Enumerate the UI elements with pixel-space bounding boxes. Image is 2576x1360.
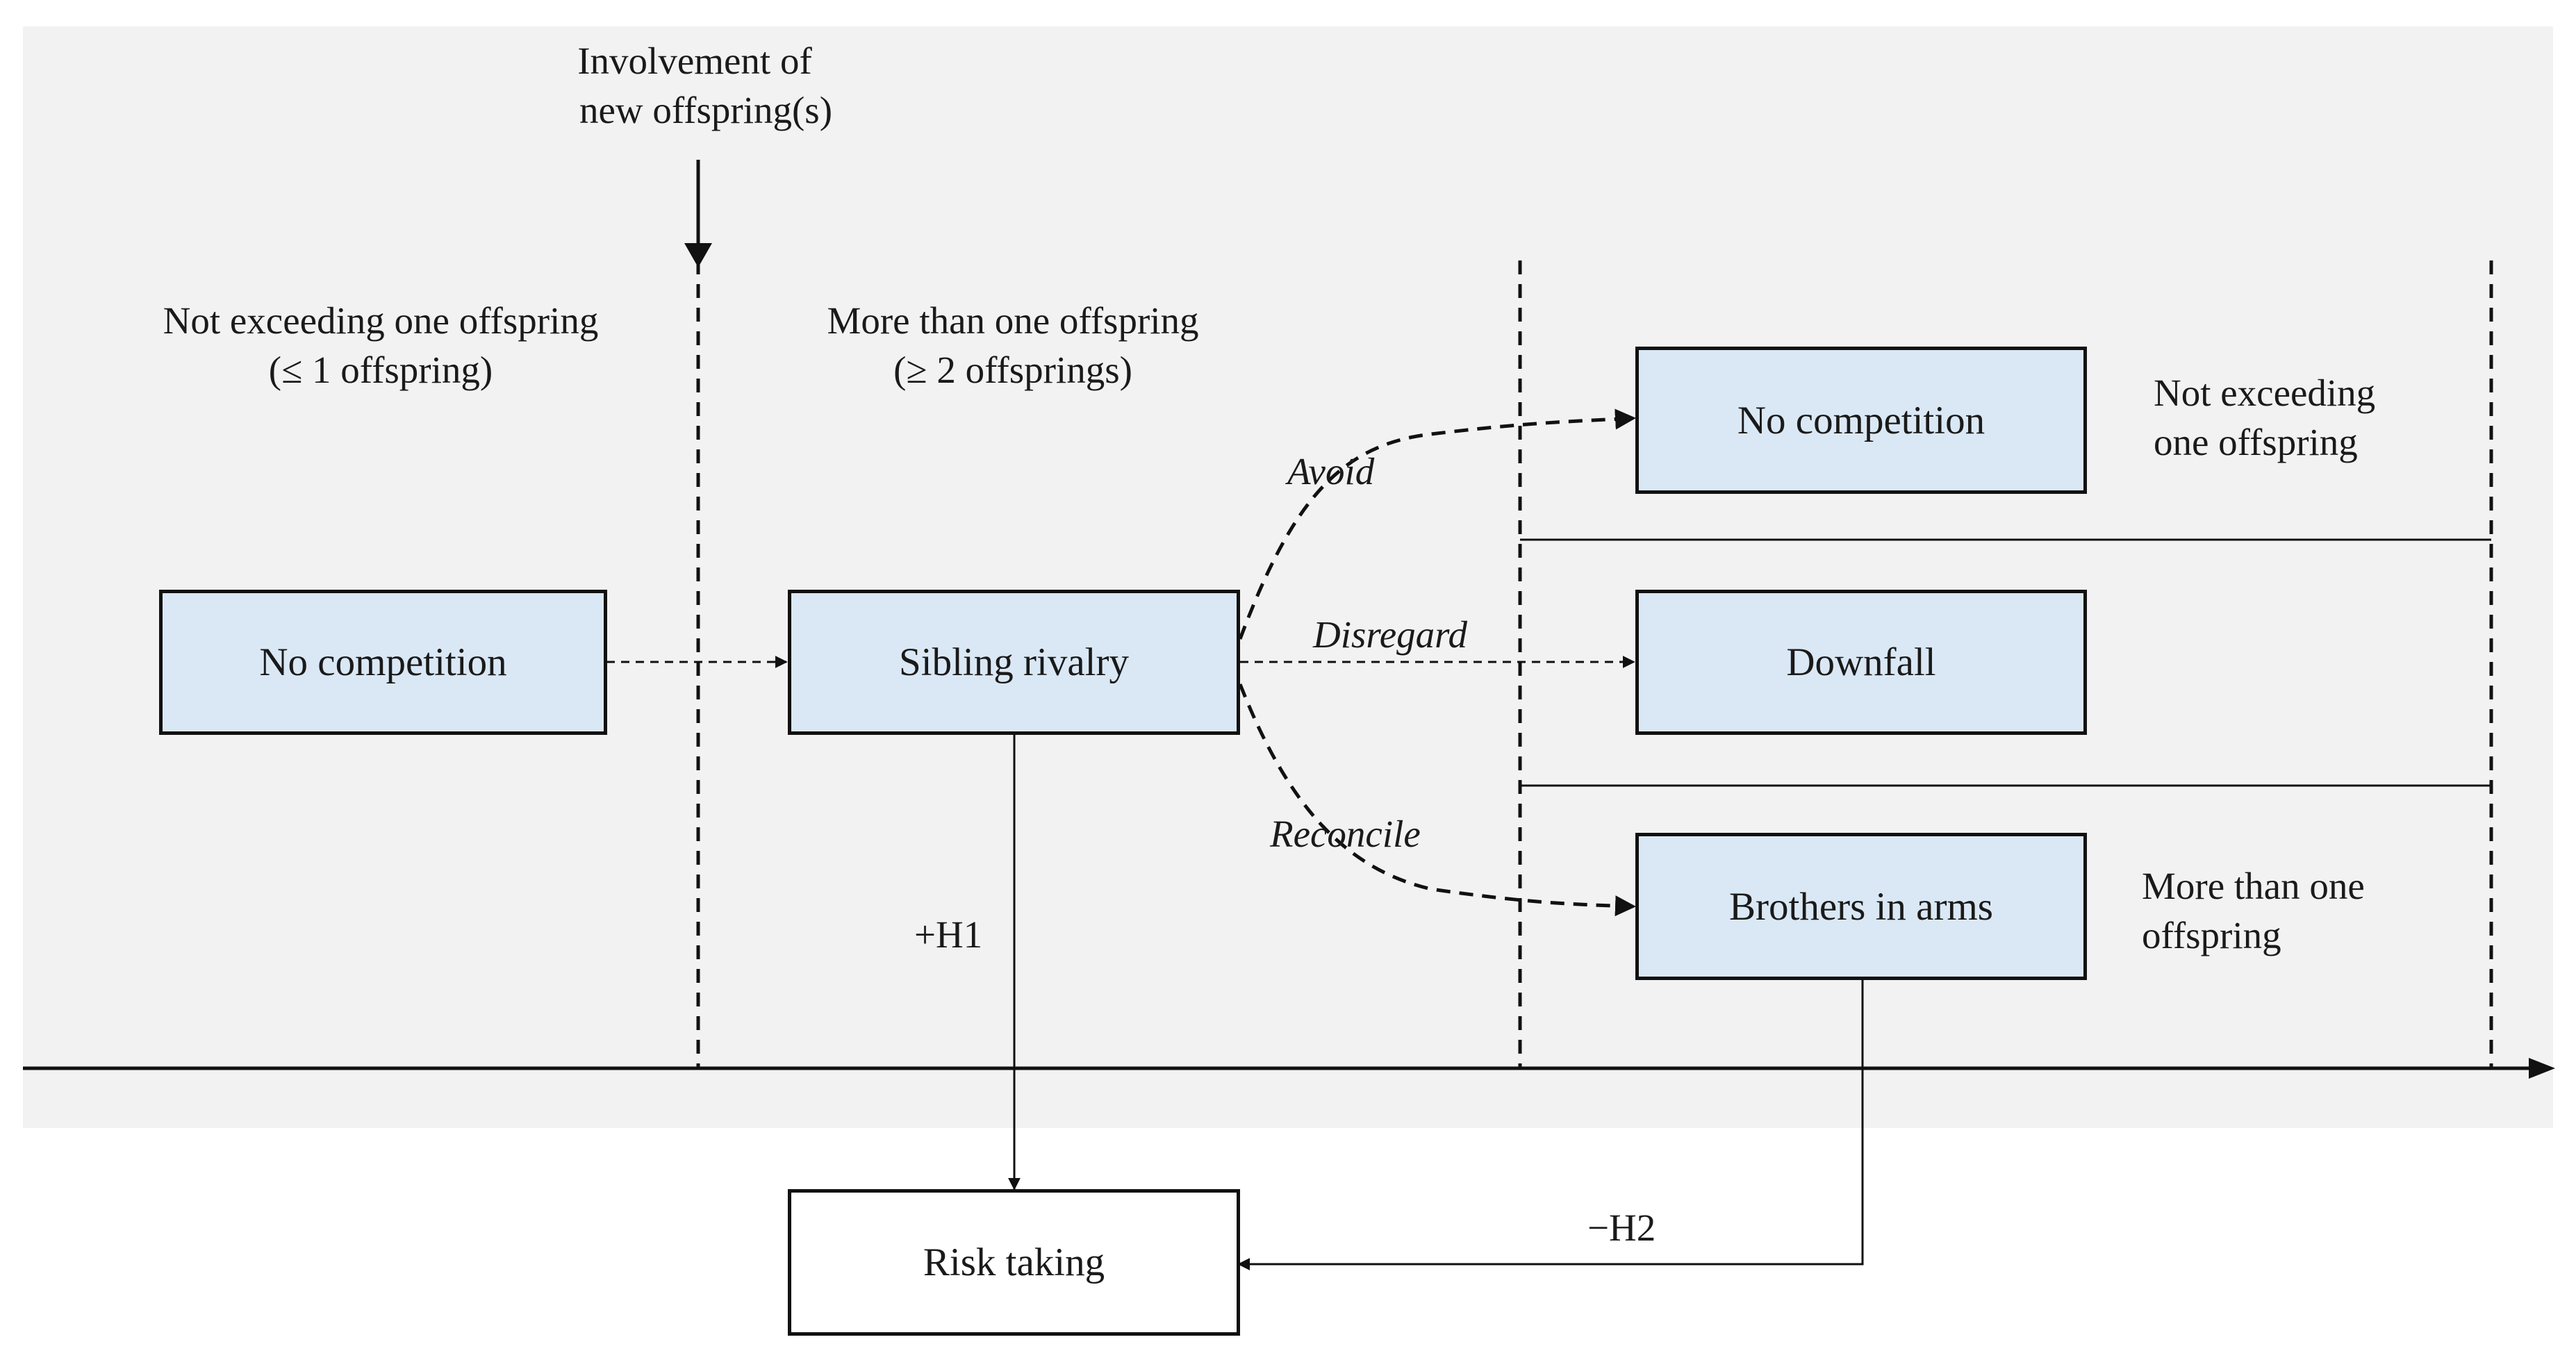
region-label-right-top-line1: Not exceeding [2154,372,2376,414]
timeline-panel [23,26,2553,1128]
box-no-competition-outcome: No competition [1635,347,2087,494]
region-label-right-bottom-line2: offspring [2142,914,2281,956]
reconcile-path [1238,683,1636,917]
disregard-label: Disregard [1313,613,1468,656]
box-brothers-in-arms: Brothers in arms [1635,833,2087,980]
region-label-middle-line2: (≥ 2 offsprings) [893,349,1132,391]
region-label-right-top-line2: one offspring [2154,421,2358,463]
h2-arrow [1237,979,1864,1270]
avoid-path [1238,408,1636,640]
region-label-left-line1: Not exceeding one offspring [163,299,599,342]
box-sibling-rivalry: Sibling rivalry [788,590,1240,735]
reconcile-label: Reconcile [1270,813,1421,855]
involvement-label-line1: Involvement of [577,40,812,82]
involvement-label-line2: new offspring(s) [579,89,833,131]
h2-label: −H2 [1587,1206,1656,1249]
box-no-competition-initial: No competition [159,590,607,735]
box-risk-taking: Risk taking [788,1189,1240,1336]
h1-label: +H1 [914,913,983,956]
involvement-arrowhead [684,243,712,267]
avoid-label: Avoid [1287,450,1375,492]
region-label-left-line2: (≤ 1 offspring) [268,349,493,391]
region-label-right-bottom-line1: More than one [2142,865,2365,907]
region-label-middle-line1: More than one offspring [827,299,1199,342]
box-downfall: Downfall [1635,590,2087,735]
timeline-arrowhead [2529,1058,2555,1079]
